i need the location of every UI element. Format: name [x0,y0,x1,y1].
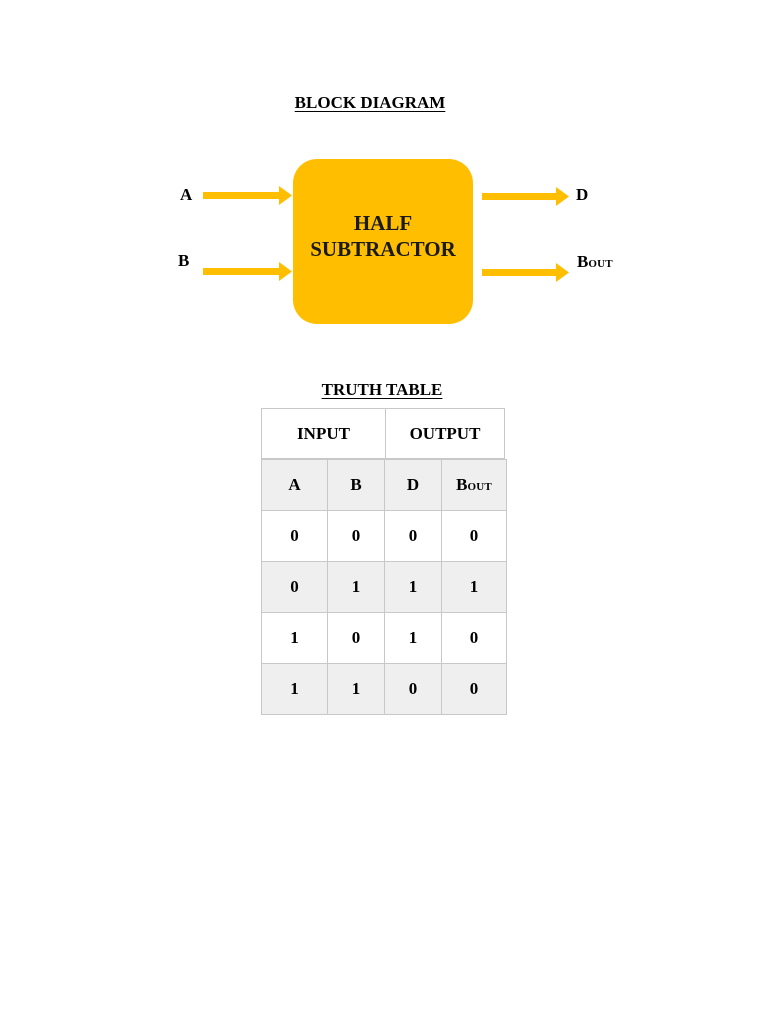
output-label-bout-main: B [577,252,589,271]
table-row: 0 0 0 0 [261,510,507,562]
table-cell: 0 [441,510,507,562]
table-cell: 0 [327,510,385,562]
table-cell: 0 [441,663,507,715]
table-cell: 1 [327,663,385,715]
group-header-input: INPUT [262,409,386,458]
block-label-line1: HALF [353,211,413,235]
column-header-d-text: D [406,475,420,494]
table-cell: 0 [327,612,385,664]
table-header-row: A B D BOUT [261,459,507,511]
table-cell: 1 [327,561,385,613]
arrow-output-d [482,187,569,206]
output-label-bout: BOUT [577,253,613,270]
column-header-bout-sub: OUT [467,481,492,493]
table-cell: 0 [261,510,328,562]
output-label-bout-sub: OUT [588,258,613,270]
table-cell: 1 [384,561,442,613]
group-header-output: OUTPUT [409,423,481,443]
half-subtractor-block: HALF SUBTRACTOR [293,159,473,324]
output-label-d: D [576,185,589,204]
table-cell: 0 [384,510,442,562]
input-label-b: B [178,251,190,270]
column-header-b-text: B [350,475,362,494]
column-header-d: D [384,459,442,511]
column-header-a-text: A [288,475,301,494]
table-cell: 0 [261,561,328,613]
table-cell: 0 [441,612,507,664]
truth-table-group-header: INPUT OUTPUT [261,408,505,459]
block-label-line2: SUBTRACTOR [310,237,456,261]
table-cell: 1 [261,663,328,715]
table-cell: 0 [384,663,442,715]
table-cell: 1 [384,612,442,664]
column-header-b: B [327,459,385,511]
arrow-input-a [203,186,292,205]
truth-table: A B D BOUT 0 0 0 0 0 1 1 1 1 0 1 0 1 1 0… [261,459,507,715]
table-row: 0 1 1 1 [261,561,507,613]
table-cell: 1 [441,561,507,613]
column-header-bout: BOUT [441,459,507,511]
arrow-input-b [203,262,292,281]
arrow-output-bout [482,263,569,282]
column-header-a: A [261,459,328,511]
input-label-a: A [180,185,193,204]
block-diagram-title: BLOCK DIAGRAM [294,93,446,112]
table-row: 1 0 1 0 [261,612,507,664]
column-header-bout-main: B [456,475,468,494]
table-cell: 1 [261,612,328,664]
table-row: 1 1 0 0 [261,663,507,715]
truth-table-title: TRUTH TABLE [321,380,443,399]
